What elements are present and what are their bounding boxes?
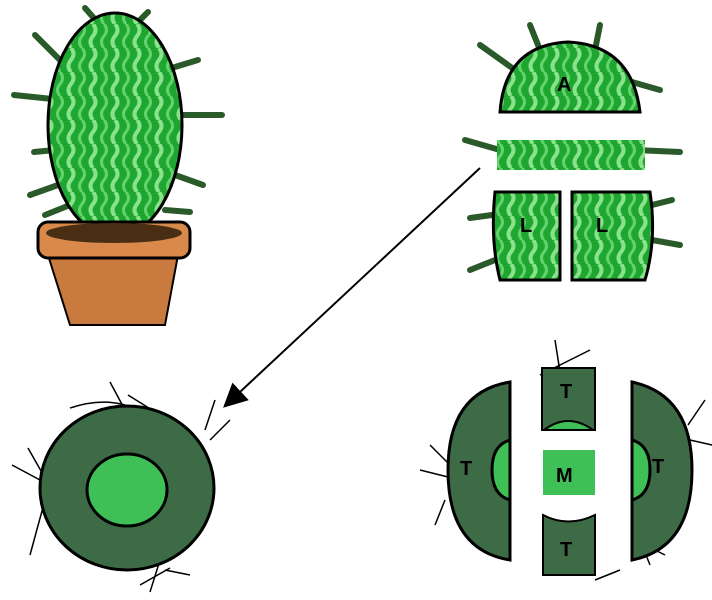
cactus-body bbox=[48, 13, 182, 237]
label-lateral-right: L bbox=[596, 215, 608, 237]
section-arrow bbox=[226, 168, 480, 405]
label-apex: A bbox=[557, 74, 571, 96]
label-tangential-top: T bbox=[560, 381, 572, 403]
middle-band-segment bbox=[497, 140, 645, 170]
label-lateral-left: L bbox=[520, 215, 532, 237]
lateral-right-segment bbox=[572, 192, 653, 280]
label-tangential-bottom: T bbox=[560, 539, 572, 561]
flower-pot bbox=[38, 222, 190, 325]
cut-cactus: A L L bbox=[465, 25, 680, 280]
cross-section bbox=[12, 382, 230, 592]
cross-section-inner bbox=[87, 454, 167, 526]
potted-cactus bbox=[14, 8, 222, 325]
label-tangential-left: T bbox=[460, 458, 472, 480]
label-medullary: M bbox=[556, 465, 573, 487]
sectioned-cross-section: T T T M T bbox=[420, 340, 712, 580]
label-tangential-right: T bbox=[652, 456, 664, 478]
